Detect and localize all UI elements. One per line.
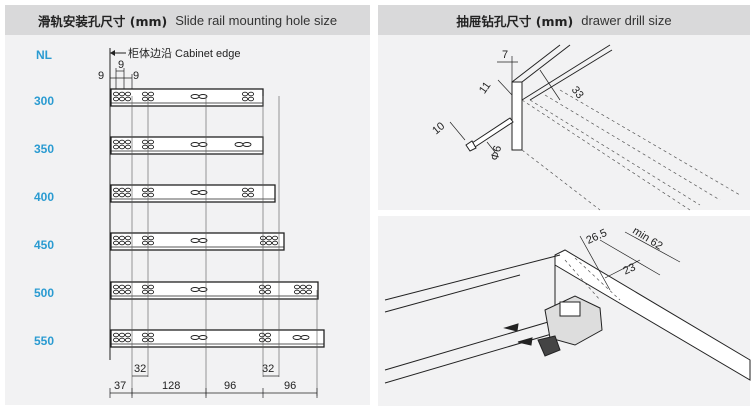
slide-rail-400 [110, 184, 276, 203]
drawer-drill-dim-lines [449, 56, 561, 153]
dim-bottom-37: 37 [114, 380, 126, 392]
dim-drill-33: 33 [569, 84, 586, 101]
arrow-icons [503, 323, 533, 346]
cabinet-edge-arrow [110, 50, 115, 56]
dim-mid-32-right: 32 [262, 363, 274, 375]
drawer-front-board [511, 44, 613, 151]
nl-value-400: 400 [33, 190, 55, 204]
bottom-dimension-lines [109, 388, 318, 398]
slide-rail-500 [110, 281, 319, 300]
drawer-drill-panel [378, 5, 750, 210]
dim-drill-phi6: Φ6 [489, 144, 504, 162]
dim-top-9-upper: 9 [118, 59, 124, 71]
lock-dashed-lines [564, 257, 621, 301]
nl-value-500: 500 [33, 286, 55, 300]
slide-rail-350 [110, 136, 264, 155]
cabinet-edge-label: 柜体边沿 Cabinet edge [128, 46, 241, 60]
slide-rail-300 [110, 88, 264, 107]
slide-rail-450 [110, 232, 285, 251]
dim-bottom-96-b: 96 [284, 380, 296, 392]
dim-lock-min62: min 62 [630, 225, 664, 253]
drawer-bottom-outline [384, 254, 561, 384]
slide-rail-550 [110, 329, 325, 348]
extension-lines [131, 96, 318, 396]
locking-device-icon [537, 295, 603, 357]
nl-value-300: 300 [33, 94, 55, 108]
dim-mid-32-left: 32 [134, 363, 146, 375]
dim-top-9-left: 9 [98, 70, 104, 82]
dim-drill-7: 7 [502, 49, 508, 61]
dim-lock-26-5: 26.5 [584, 227, 608, 247]
dim-lock-23: 23 [621, 261, 637, 277]
dim-drill-11: 11 [477, 80, 493, 96]
nl-value-550: 550 [33, 334, 55, 348]
screw-icon [465, 117, 514, 152]
nl-header: NL [36, 48, 52, 62]
drawer-side-dashed [521, 89, 741, 211]
drawer-drill-title-zh: 抽屉钻孔尺寸 (mm) [456, 13, 574, 29]
slide-rail-title-en: Slide rail mounting hole size [175, 12, 338, 28]
drawer-drill-title-en: drawer drill size [581, 12, 672, 28]
dim-bottom-96-a: 96 [224, 380, 236, 392]
nl-value-350: 350 [33, 142, 55, 156]
slide-rail-header: 滑轨安装孔尺寸 (mm) Slide rail mounting hole si… [5, 5, 370, 35]
slide-rail-title-zh: 滑轨安装孔尺寸 (mm) [37, 13, 168, 29]
dim-drill-10: 10 [430, 120, 447, 137]
lock-dim-lines [579, 231, 681, 291]
nl-value-450: 450 [33, 238, 55, 252]
dim-bottom-128: 128 [162, 380, 180, 392]
drawer-drill-header: 抽屉钻孔尺寸 (mm) drawer drill size [378, 5, 750, 35]
dim-top-9-right: 9 [133, 70, 139, 82]
